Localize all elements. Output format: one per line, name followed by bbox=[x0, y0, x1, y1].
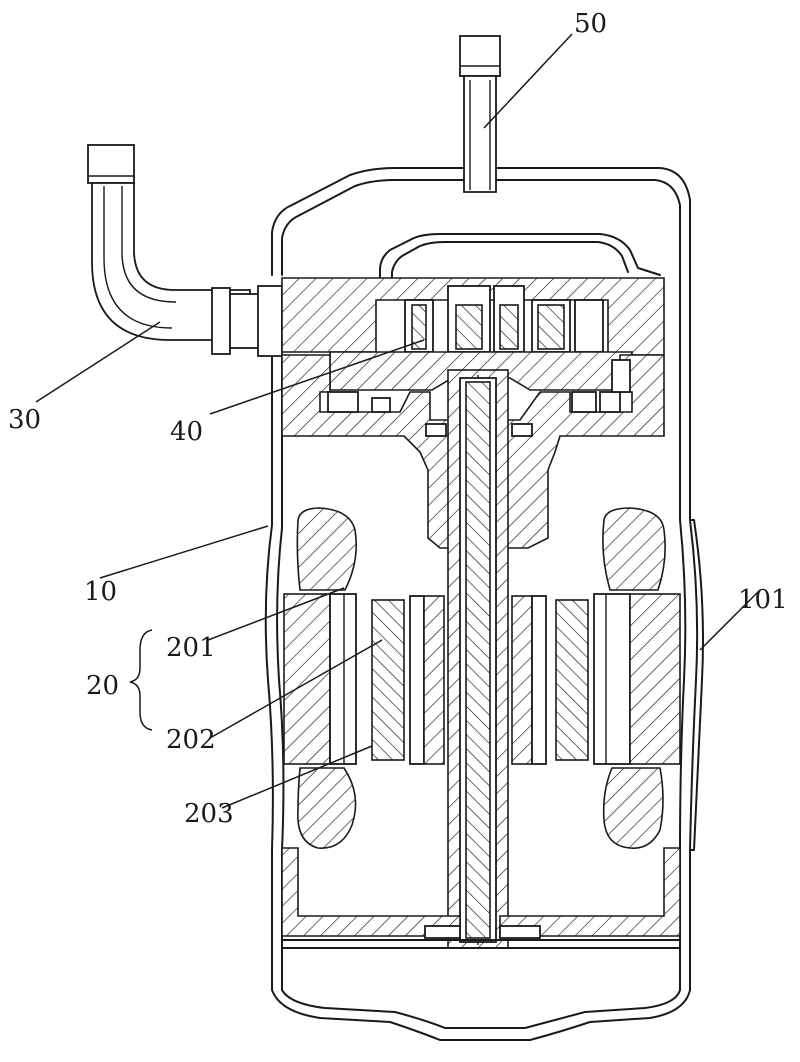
discharge-pipe bbox=[460, 36, 500, 192]
label-30: 30 bbox=[8, 405, 41, 435]
label-203: 203 bbox=[184, 799, 234, 829]
label-40: 40 bbox=[170, 417, 203, 447]
label-50: 50 bbox=[574, 9, 607, 39]
label-202: 202 bbox=[166, 725, 216, 755]
label-20: 20 bbox=[86, 671, 119, 701]
label-10: 10 bbox=[84, 577, 117, 607]
label-101: 101 bbox=[738, 585, 788, 615]
label-201: 201 bbox=[166, 633, 216, 663]
motor bbox=[284, 370, 680, 948]
